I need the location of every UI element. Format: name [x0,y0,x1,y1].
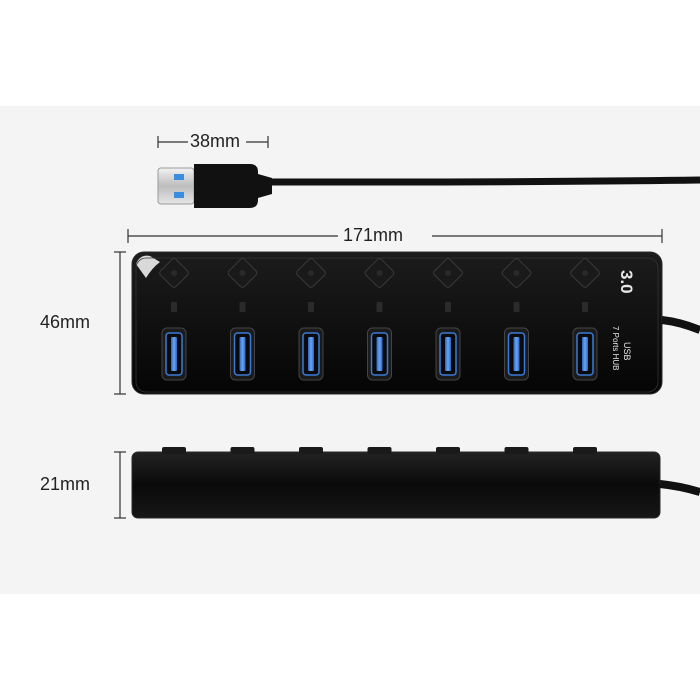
usb-port-2 [230,327,255,381]
side-button-4 [367,447,392,454]
power-switch-7 [570,258,600,288]
hub-cable-side [659,480,700,496]
side-button-7 [573,447,597,454]
power-switch-5 [433,258,463,288]
usb-port-5 [435,327,461,381]
switch-row [159,258,600,288]
dimension-line-plug [157,136,269,148]
side-button-6 [504,447,529,454]
side-button-5 [436,447,460,454]
usb-port-7 [572,327,598,381]
plug-width-label: 38mm [190,131,241,151]
power-switch-2 [227,258,258,288]
dimension-line-width [114,251,126,395]
hub-side-view [131,447,700,519]
dimension-line-height [114,451,126,519]
usb-brand-line2: 7 Ports HUB [611,326,620,371]
led-6 [513,302,520,312]
hub-height-label: 21mm [40,474,91,494]
side-button-3 [299,447,323,454]
led-7 [582,302,588,312]
side-button-2 [230,447,255,454]
usb-port-4 [367,327,392,381]
led-4 [376,302,383,312]
led-2 [239,302,246,312]
led-1 [171,302,177,312]
hub-length-label: 171mm [343,225,404,245]
power-switch-1 [159,258,189,288]
usb-port-6 [504,327,529,381]
usb-port-3 [298,327,324,381]
led-5 [445,302,451,312]
usb-plug [157,164,700,208]
power-switch-4 [364,258,395,288]
hub-top-view [131,251,700,395]
side-button-row [162,447,597,454]
dimension-line-length [127,229,663,243]
hub-width-label: 46mm [40,312,91,332]
side-button-1 [162,447,186,454]
hub-cable [661,316,700,334]
usb-port-row [161,327,598,381]
usb-version-label: 3.0 [617,270,636,294]
power-switch-3 [296,258,326,288]
led-indicator-row [171,302,588,312]
led-3 [308,302,314,312]
power-switch-6 [501,258,532,288]
usb-brand-line1: USB [622,342,632,361]
usb-port-1 [161,327,187,381]
